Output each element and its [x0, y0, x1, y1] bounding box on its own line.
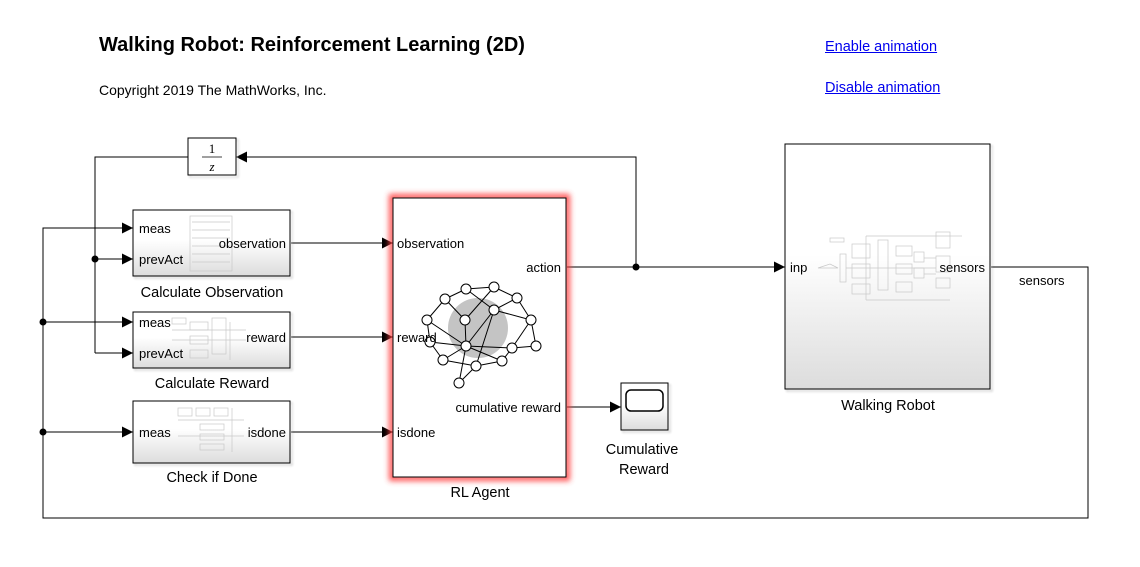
rl-agent-label: RL Agent — [450, 485, 509, 501]
agent-highlight-glow — [389, 194, 570, 481]
walking-robot-label: Walking Robot — [841, 398, 935, 414]
reward-meas-port: meas — [139, 315, 171, 330]
obs-internal-thumbnail-icon — [189, 215, 233, 272]
unit-delay-block[interactable] — [187, 137, 237, 176]
reward-prevact-port: prevAct — [139, 346, 183, 361]
unit-delay-numerator: 1 — [209, 141, 216, 156]
check-if-done-block[interactable] — [132, 400, 291, 464]
unit-delay-denominator: z — [208, 159, 214, 174]
calculate-observation-block[interactable] — [132, 209, 291, 277]
reward-reward-port: reward — [246, 330, 286, 345]
robot-internal-thumbnail-icon — [817, 231, 962, 301]
agent-observation-port: observation — [397, 236, 464, 251]
branch-point — [91, 255, 99, 263]
scope-screen-icon — [625, 389, 664, 412]
disable-animation-link[interactable]: Disable animation — [825, 80, 941, 96]
agent-isdone-port: isdone — [397, 425, 435, 440]
obs-meas-port: meas — [139, 221, 171, 236]
obs-observation-port: observation — [219, 236, 286, 251]
done-internal-thumbnail-icon — [177, 407, 244, 452]
agent-cumulative-reward-port: cumulative reward — [456, 400, 562, 415]
done-isdone-port: isdone — [248, 425, 286, 440]
page-title: Walking Robot: Reinforcement Learning (2… — [99, 34, 525, 56]
neural-network-icon — [421, 281, 542, 389]
robot-inp-port: inp — [790, 260, 807, 275]
calculate-reward-label: Calculate Reward — [155, 376, 269, 392]
branch-point — [632, 263, 640, 271]
obs-prevact-port: prevAct — [139, 252, 183, 267]
sensors-signal-label: sensors — [1019, 273, 1065, 288]
sensors-feedback-line[interactable] — [42, 222, 1089, 519]
prevact-trunk-line[interactable] — [94, 156, 188, 353]
agent-reward-port: reward — [397, 330, 437, 345]
action-feedback-line[interactable] — [236, 151, 637, 267]
walking-robot-block[interactable] — [784, 143, 991, 390]
reward-internal-thumbnail-icon — [171, 317, 246, 360]
robot-sensors-port: sensors — [939, 260, 985, 275]
agent-action-port: action — [526, 260, 561, 275]
branch-point — [39, 428, 47, 436]
check-if-done-label: Check if Done — [166, 470, 257, 486]
calculate-observation-label: Calculate Observation — [141, 285, 284, 301]
scope-label-line2: Reward — [619, 462, 669, 478]
scope-label-line1: Cumulative — [606, 442, 679, 458]
copyright-text: Copyright 2019 The MathWorks, Inc. — [99, 82, 327, 98]
enable-animation-link[interactable]: Enable animation — [825, 39, 938, 55]
done-meas-port: meas — [139, 425, 171, 440]
branch-point — [39, 318, 47, 326]
